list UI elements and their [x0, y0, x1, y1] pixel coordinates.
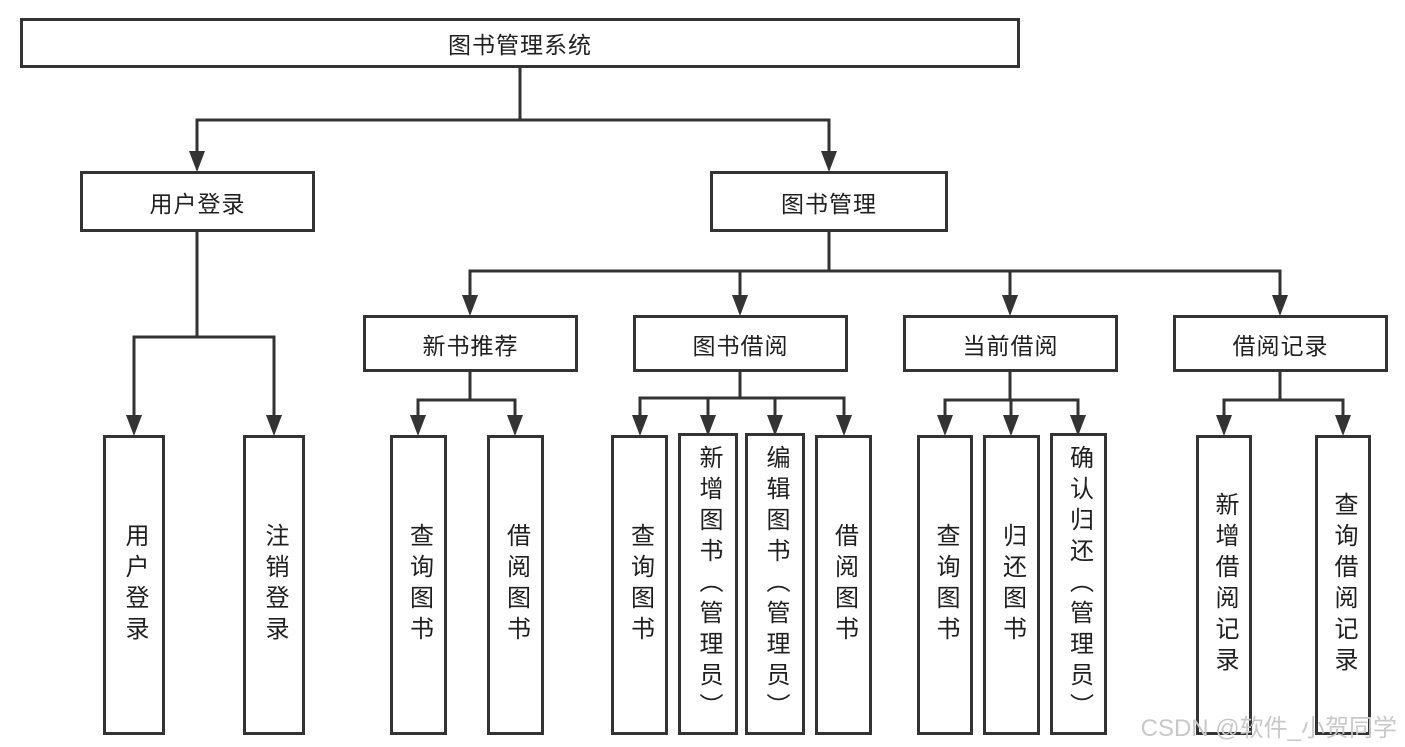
leaf-query-books-current: 查询图书: [917, 435, 973, 735]
node-new-book-recommendation: 新书推荐: [363, 315, 578, 372]
node-user-login: 用户登录: [80, 171, 315, 232]
leaf-logout: 注销登录: [243, 435, 305, 735]
node-book-borrowing: 图书借阅: [633, 315, 848, 372]
node-borrowing-records: 借阅记录: [1173, 315, 1388, 372]
leaf-add-borrow-record: 新增借阅记录: [1196, 435, 1252, 735]
leaf-edit-books-admin: 编辑图书（管理员）: [745, 433, 805, 735]
leaf-borrow-books-borrowing: 借阅图书: [815, 435, 872, 735]
node-library-management-system: 图书管理系统: [20, 18, 1020, 68]
leaf-add-books-admin: 新增图书（管理员）: [678, 433, 738, 735]
leaf-query-books-recommend: 查询图书: [390, 435, 447, 735]
leaf-query-books-borrowing: 查询图书: [611, 435, 668, 735]
leaf-confirm-return-admin: 确认归还（管理员）: [1050, 433, 1107, 735]
node-book-management: 图书管理: [710, 171, 948, 232]
node-current-borrowing: 当前借阅: [903, 315, 1118, 372]
leaf-borrow-books-recommend: 借阅图书: [487, 435, 544, 735]
leaf-query-borrow-record: 查询借阅记录: [1315, 435, 1371, 735]
csdn-watermark: CSDN @软件_小贺同学: [1140, 715, 1397, 742]
leaf-user-login: 用户登录: [103, 435, 165, 735]
tree-edges: [132, 68, 1345, 422]
leaf-return-books: 归还图书: [983, 435, 1040, 735]
